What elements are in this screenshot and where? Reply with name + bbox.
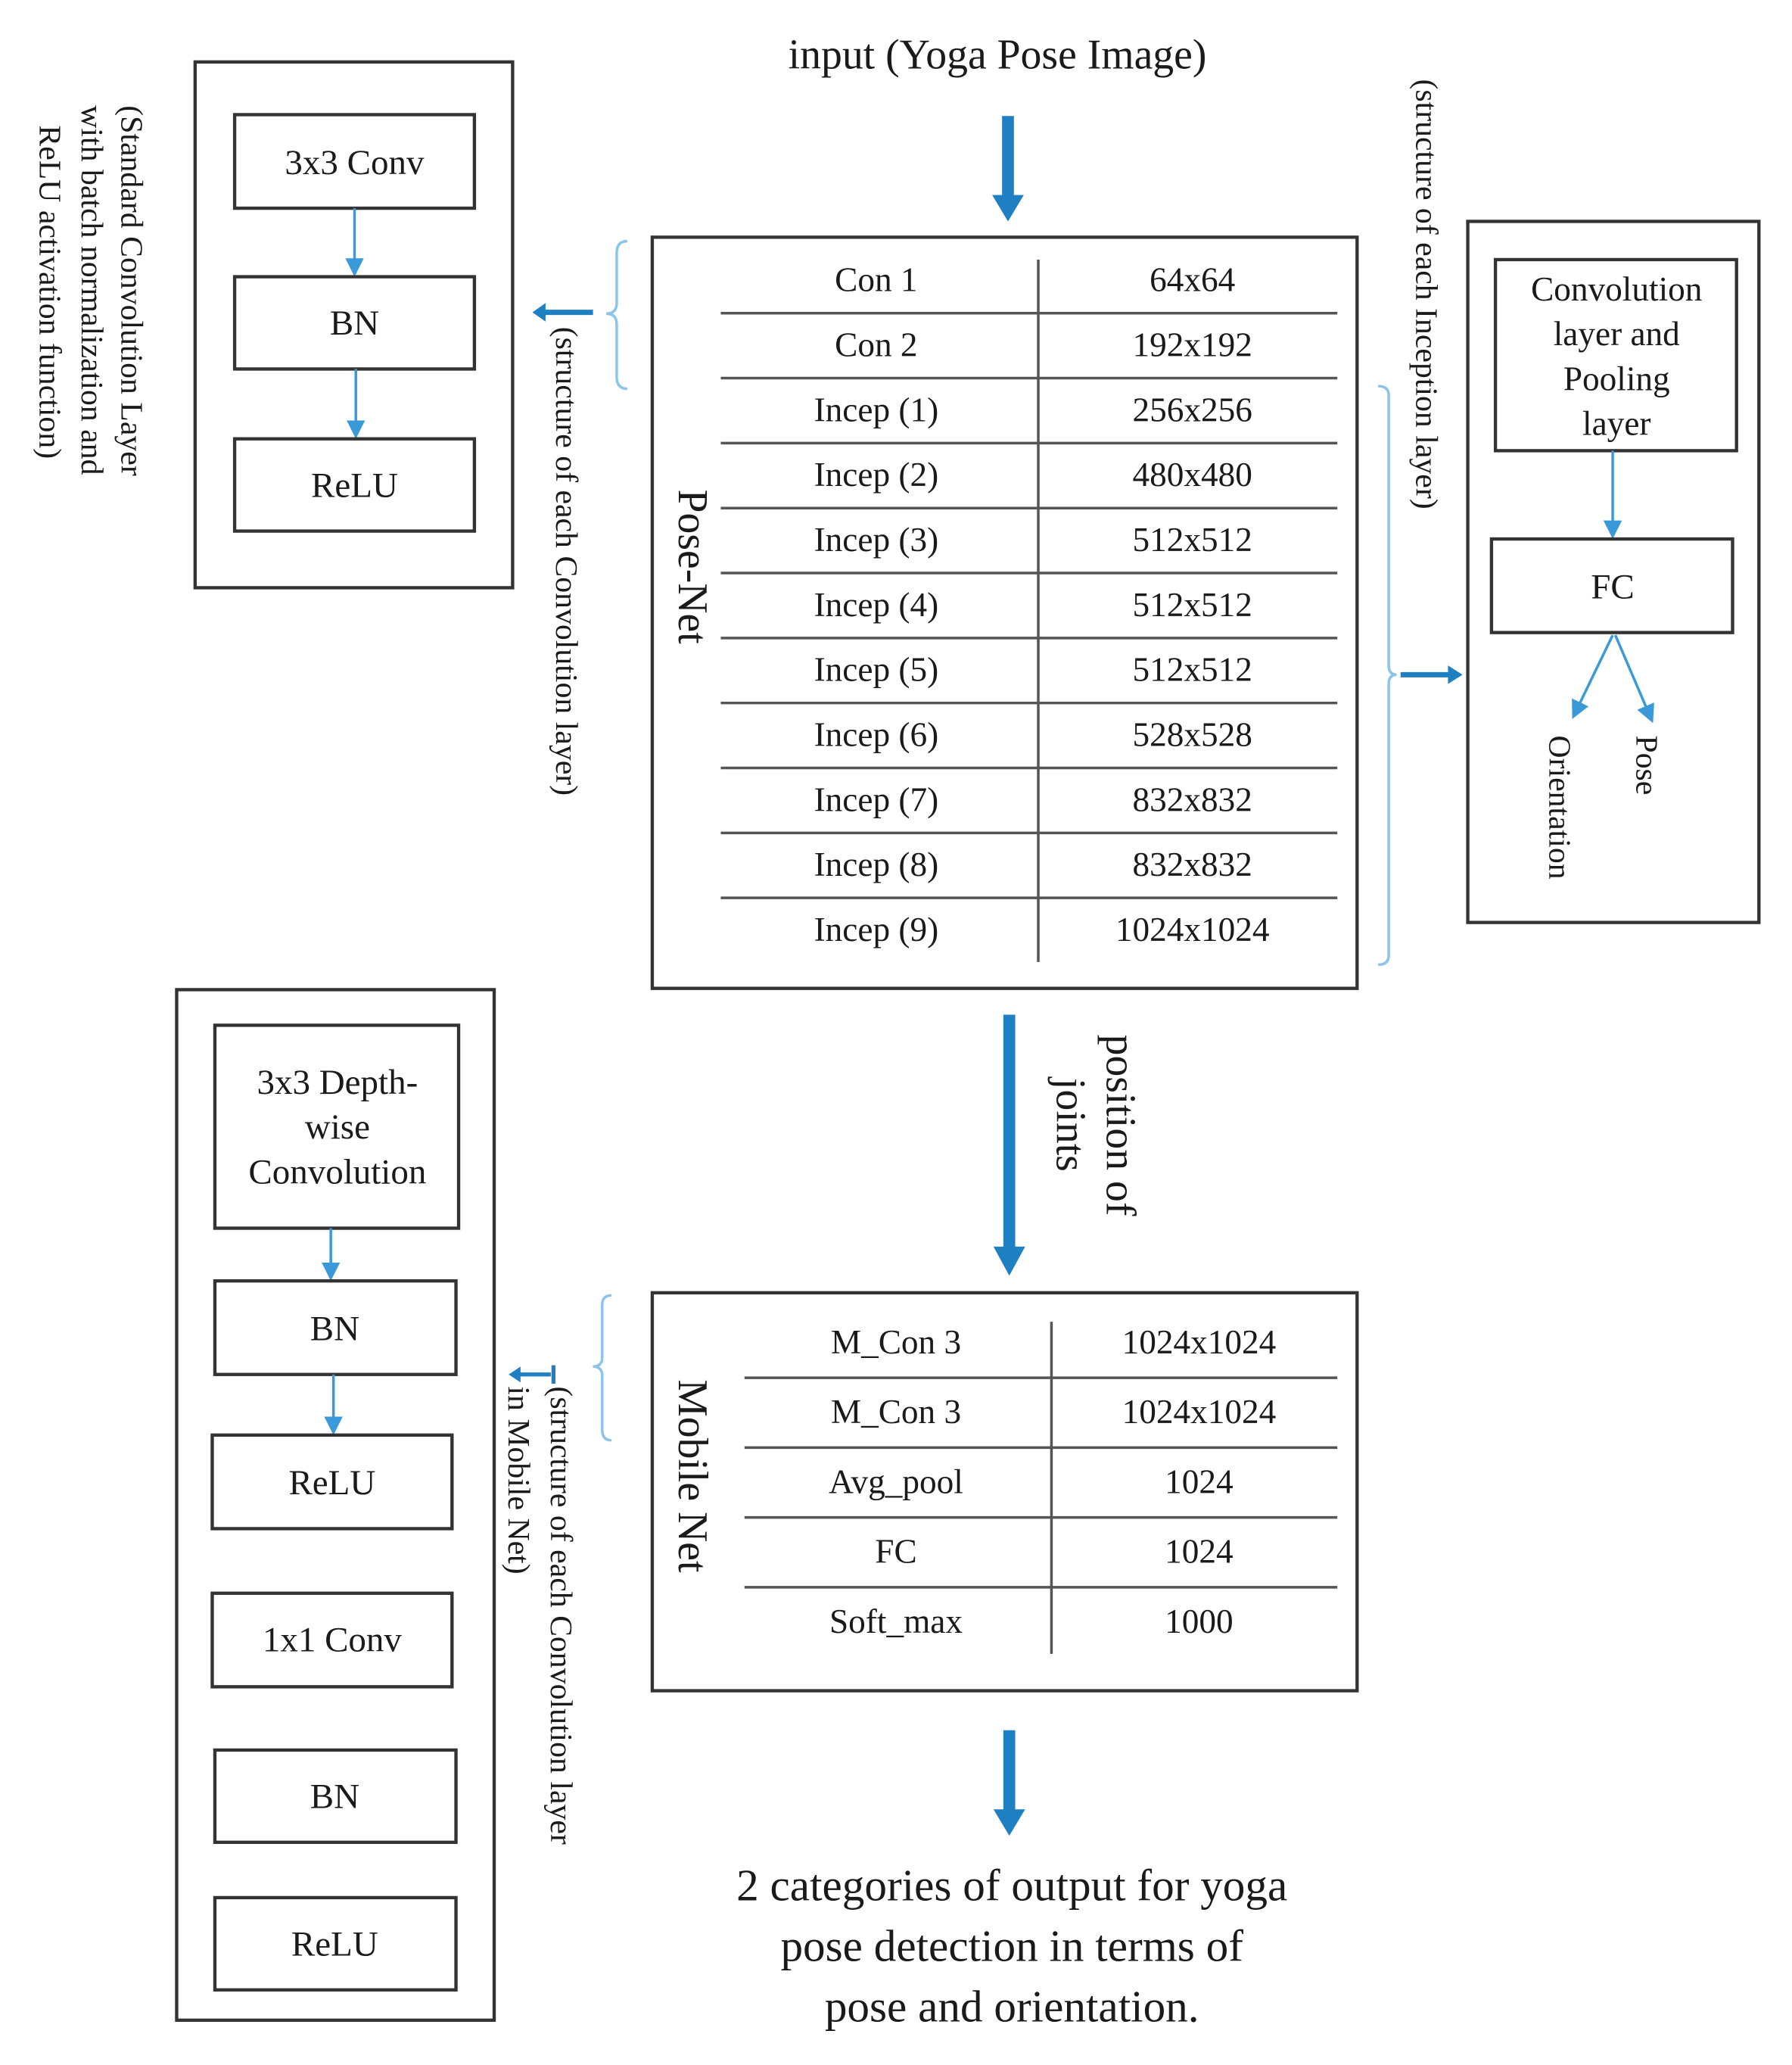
layer-name: Incep (4) (814, 586, 939, 624)
layer-name: M_Con 3 (831, 1323, 961, 1361)
layer-size: 512x512 (1133, 521, 1252, 559)
table-row: Incep (4) 512x512 (720, 586, 1338, 640)
fc-block: FC (1591, 567, 1635, 606)
conv-side-caption: (Standard Convolution Layer with batch n… (32, 105, 148, 476)
inception-block-line: layer (1582, 404, 1650, 442)
mobilenet-label: Mobile Net (669, 1379, 716, 1573)
layer-size: 64x64 (1150, 261, 1235, 299)
caption-line: ReLU activation function) (32, 125, 67, 459)
arrow-down-joints: position of joints (993, 1014, 1144, 1276)
inception-block-line: Pooling (1563, 360, 1670, 397)
table-row: FC 1024 (744, 1533, 1338, 1589)
depthwise-line: 3x3 Depth- (257, 1063, 418, 1102)
pose-output: Pose (1629, 735, 1663, 795)
inception-block-line: layer and (1554, 315, 1680, 353)
layer-size: 1024x1024 (1115, 911, 1270, 948)
mobile-conv-bracket: (structure of each Convolution layer in … (501, 1294, 612, 1845)
layer-size: 512x512 (1133, 651, 1252, 689)
layer-name: Incep (5) (814, 651, 939, 689)
table-row: Incep (2) 480x480 (720, 456, 1338, 509)
conv-block: ReLU (311, 466, 398, 505)
layer-size: 1000 (1165, 1602, 1234, 1640)
mobile-block: BN (310, 1310, 359, 1349)
inception-structure-box: Convolution layer and Pooling layer FC O… (1466, 220, 1761, 924)
joints-label-line: position of (1097, 1035, 1144, 1216)
layer-size: 1024 (1165, 1533, 1234, 1571)
layer-name: Incep (2) (814, 456, 939, 494)
mobile-conv-caption-line: in Mobile Net) (501, 1386, 536, 1574)
table-row: Incep (6) 528x528 (720, 716, 1338, 770)
layer-size: 192x192 (1133, 326, 1252, 364)
arrow-down-output (993, 1730, 1025, 1836)
table-row: M_Con 3 1024x1024 (744, 1393, 1338, 1450)
table-row: Soft_max 1000 (829, 1602, 1234, 1640)
output-label-line: 2 categories of output for yoga (736, 1860, 1287, 1910)
table-row: Incep (7) 832x832 (720, 780, 1338, 835)
table-row: Avg_pool 1024 (744, 1462, 1338, 1519)
layer-size: 480x480 (1133, 456, 1252, 494)
inception-bracket: (structure of each Inception layer) (1378, 79, 1463, 967)
mobile-conv-structure-box: 3x3 Depth- wise Convolution BN ReLU 1x1 … (175, 988, 496, 2022)
layer-size: 256x256 (1133, 391, 1252, 428)
mobile-conv-caption-line: (structure of each Convolution layer (543, 1386, 578, 1844)
layer-size: 528x528 (1133, 716, 1252, 754)
table-row: Con 1 64x64 (720, 261, 1338, 315)
layer-name: Incep (3) (814, 521, 939, 559)
conv-structure-box: 3x3 Conv BN ReLU (193, 60, 515, 590)
layer-size: 1024 (1165, 1462, 1234, 1500)
table-row: M_Con 3 1024x1024 (744, 1323, 1338, 1379)
layer-size: 832x832 (1133, 780, 1252, 818)
conv-block: BN (330, 304, 379, 343)
table-row: Incep (8) 832x832 (720, 846, 1338, 899)
mobile-block: ReLU (291, 1925, 378, 1964)
layer-name: Con 1 (835, 261, 917, 299)
table-row: Incep (5) 512x512 (720, 651, 1338, 705)
caption-line: (Standard Convolution Layer (114, 105, 148, 476)
layer-name: Incep (6) (814, 716, 939, 754)
layer-size: 512x512 (1133, 586, 1252, 624)
layer-size: 1024x1024 (1122, 1323, 1277, 1361)
caption-line: with batch normalization and (74, 105, 109, 475)
table-row: Con 2 192x192 (720, 326, 1338, 380)
table-row: Incep (9) 1024x1024 (814, 911, 1270, 948)
mobile-block: 1x1 Conv (263, 1620, 403, 1659)
depthwise-line: wise (305, 1107, 370, 1147)
layer-size: 832x832 (1133, 846, 1252, 883)
inception-block-line: Convolution (1531, 270, 1702, 308)
table-row: Incep (1) 256x256 (720, 391, 1338, 445)
layer-size: 1024x1024 (1122, 1393, 1277, 1431)
arrow-down-input (992, 116, 1024, 222)
conv-block: 3x3 Conv (285, 143, 425, 182)
layer-name: Incep (8) (814, 846, 939, 883)
posenet-label: Pose-Net (669, 490, 716, 645)
input-label: input (Yoga Pose Image) (789, 32, 1207, 79)
depthwise-line: Convolution (248, 1152, 426, 1191)
table-row: Incep (3) 512x512 (720, 521, 1338, 575)
joints-label-line: joints (1047, 1076, 1094, 1172)
conv-structure-caption: (structure of each Convolution layer) (549, 327, 583, 796)
layer-name: M_Con 3 (831, 1393, 961, 1431)
mobile-block: BN (310, 1777, 359, 1817)
layer-name: Avg_pool (829, 1462, 963, 1500)
layer-name: Incep (9) (814, 911, 939, 948)
layer-name: Soft_max (829, 1602, 963, 1640)
inception-structure-caption: (structure of each Inception layer) (1409, 79, 1444, 509)
mobile-block: ReLU (288, 1463, 375, 1503)
orientation-output: Orientation (1542, 735, 1576, 879)
layer-name: FC (875, 1533, 916, 1571)
layer-name: Incep (7) (814, 780, 939, 818)
layer-name: Incep (1) (814, 391, 939, 428)
layer-name: Con 2 (835, 326, 917, 364)
output-label-line: pose detection in terms of (780, 1920, 1243, 1970)
conv-bracket: (structure of each Convolution layer) (532, 239, 627, 796)
output-label-line: pose and orientation. (825, 1982, 1199, 2032)
